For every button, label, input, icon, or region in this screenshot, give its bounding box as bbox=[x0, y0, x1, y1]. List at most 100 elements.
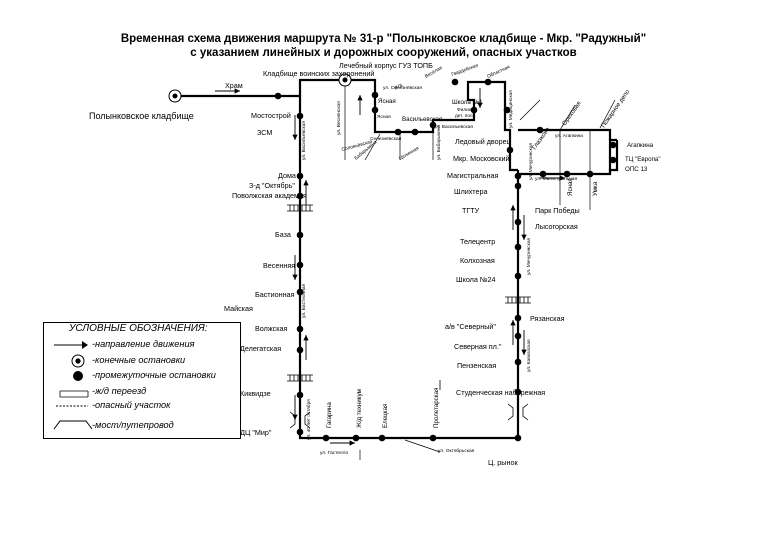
street-label: ул. Кавказская bbox=[526, 339, 532, 372]
stop-label-povolzhskaya: Поволжская академия bbox=[232, 191, 307, 200]
stop-label-delegatskaya: Делегатская bbox=[240, 344, 281, 353]
stop-label-studencheskaya: Студенческая набережная bbox=[456, 388, 545, 397]
bridge bbox=[507, 403, 529, 421]
stop-label-kivvidze: Киквидзе bbox=[240, 389, 271, 398]
railway-crossing bbox=[287, 204, 313, 212]
stop-label-proletarskaya: Пролетарская bbox=[433, 388, 440, 428]
legend-title: УСЛОВНЫЕ ОБОЗНАЧЕНИЯ: bbox=[69, 323, 208, 334]
stop-label-mayskaya: Майская bbox=[224, 304, 253, 313]
street-label: Ореховая bbox=[561, 100, 583, 127]
street-label: ул. 40 лет октября bbox=[306, 399, 312, 440]
intermediate-stops bbox=[274, 78, 617, 442]
stop-label-ledovyy-dvorec: Ледовый дворец bbox=[455, 137, 511, 146]
street-label: ул. Мичуринская bbox=[528, 142, 534, 180]
stop-label-mostostroy: Мостострой bbox=[251, 111, 291, 120]
intermediate-stop-icon bbox=[73, 371, 83, 381]
arrow-icon bbox=[54, 341, 88, 349]
street-lines bbox=[344, 80, 616, 460]
stop-label-vesennyaya: Весенняя bbox=[263, 261, 295, 270]
stop-label-yasnaya: Ясная bbox=[378, 98, 396, 105]
legend-item-label: -мост/путепровод bbox=[92, 420, 174, 430]
stop-label-severnaya-pl: Северная пл." bbox=[454, 342, 502, 351]
stop-label-doma: Дома bbox=[278, 171, 296, 180]
stop-label-mkr-moskovskiy: Мкр. Московский bbox=[453, 154, 510, 163]
street-label: ул. Гастелло bbox=[320, 450, 348, 456]
street-label: ул. Мичуринская bbox=[526, 237, 532, 275]
terminal-stop-polynkovskoe bbox=[168, 89, 182, 103]
stop-label-filial: Филиал bbox=[457, 107, 474, 113]
stop-label-hram: Храм bbox=[225, 81, 243, 90]
stop-label-det-pol: дет. пол. bbox=[455, 114, 474, 119]
street-label: ул. Бабарыкина bbox=[436, 125, 442, 160]
dangerous-section-icon bbox=[56, 405, 88, 407]
street-label: Селезнёвская bbox=[370, 136, 402, 142]
stop-label-bastionnaya: Бастионная bbox=[255, 290, 295, 299]
street-label: ул. Васильевская bbox=[434, 124, 473, 130]
stop-label-kdc-mir: КДЦ "Мир" bbox=[236, 428, 272, 437]
stop-label-yasnaya-2: Ясная bbox=[567, 178, 574, 196]
stop-label-lechebnyy-korpus: Лечебный корпус ГУЗ ТОПБ bbox=[339, 61, 433, 70]
street-label: Ясная bbox=[377, 114, 391, 120]
legend-item-label: -ж/д переезд bbox=[92, 386, 147, 396]
stop-label-z-d-oktyabr: З-д "Октябрь" bbox=[249, 181, 295, 190]
street-label: ул. Селезнёвская bbox=[383, 85, 422, 91]
stop-label-volzhskaya: Волжская bbox=[255, 324, 288, 333]
stop-label-shkola-24: Школа №24 bbox=[456, 275, 496, 284]
stop-label-eletskaya: Елецкая bbox=[382, 404, 389, 428]
street-label: Целинная bbox=[398, 145, 420, 161]
stop-label-ops-13: ОПС 13 bbox=[625, 166, 648, 173]
street-label: Гвардейская bbox=[450, 62, 479, 78]
map-title-line-2: с указанием линейных и дорожных сооружен… bbox=[190, 47, 577, 59]
stop-label-penzenskaya: Пензенская bbox=[457, 361, 496, 370]
stop-label-agapkina: Агапкина bbox=[627, 142, 654, 149]
railway-crossings bbox=[287, 204, 531, 382]
stop-label-telecentr: Телецентр bbox=[460, 237, 495, 246]
stop-label-kladbische-voinskih: Кладбище воинских захоронений bbox=[263, 69, 374, 78]
stop-label-tc-evropa: ТЦ "Европа" bbox=[625, 156, 661, 163]
stop-label-park-pobedy: Парк Победы bbox=[535, 206, 580, 215]
terminal-stop-lechebnyy bbox=[338, 73, 352, 87]
stop-label-ts-rynok: Ц. рынок bbox=[488, 458, 518, 467]
street-label: ул. Магистральная bbox=[535, 176, 577, 182]
stop-label-av-severnyy: а/в "Северный" bbox=[445, 322, 496, 331]
legend-item-label: -конечные остановки bbox=[92, 355, 186, 365]
stop-label-gagarina: Гагарина bbox=[326, 402, 333, 428]
street-label: Ж/д bbox=[393, 82, 404, 92]
street-label: ул. Медицинская bbox=[508, 90, 514, 128]
railway-crossing bbox=[505, 296, 531, 304]
street-label: Пожарное депо bbox=[600, 88, 632, 129]
terminal-stop-icon bbox=[71, 354, 85, 368]
stop-label-shkola-1: Школа №1 bbox=[452, 99, 483, 106]
legend: УСЛОВНЫЕ ОБОЗНАЧЕНИЯ: -направление движе… bbox=[43, 322, 241, 439]
stop-label-baza: База bbox=[275, 230, 291, 239]
street-label: ул. Агапкина bbox=[555, 133, 583, 139]
stop-label-zhd-tehnikum: Ж/д техникум bbox=[356, 389, 363, 428]
bridge bbox=[289, 411, 311, 429]
street-label: ул. Октябрьская bbox=[438, 448, 475, 454]
stop-label-polynkovskoe: Полынковское кладбище bbox=[89, 111, 194, 121]
direction-arrows bbox=[215, 88, 565, 446]
stop-labels: Храм Полынковское кладбище Кладбище воин… bbox=[89, 61, 661, 467]
map-title-line-1: Временная схема движения маршрута № 31-р… bbox=[120, 33, 647, 45]
bridge-icon bbox=[53, 420, 93, 430]
railway-crossing bbox=[287, 374, 313, 382]
terminal-stops bbox=[168, 73, 352, 103]
street-label: ул. Васильевская bbox=[301, 121, 307, 160]
stop-label-kolhoznaya: Колхозная bbox=[460, 256, 495, 265]
stop-label-umka: Умка bbox=[592, 181, 599, 196]
legend-item-label: -промежуточные остановки bbox=[92, 370, 216, 380]
stop-label-vasilyevskaya: Васильевская bbox=[402, 116, 442, 123]
stop-label-lysogorskaya: Лысогорская bbox=[535, 222, 578, 231]
legend-item-label: -опасный участок bbox=[92, 400, 171, 410]
stop-label-ryazanskaya: Рязанская bbox=[530, 314, 565, 323]
street-label: ул. Веснянская bbox=[336, 101, 342, 135]
street-label: ул. Бастионная bbox=[301, 284, 307, 318]
stop-label-zsm: ЗСМ bbox=[257, 128, 272, 137]
legend-item-label: -направление движения bbox=[92, 339, 195, 349]
stop-label-shlihtera: Шлихтера bbox=[454, 187, 488, 196]
bridges bbox=[289, 380, 529, 429]
stop-label-tgtu: ТГТУ bbox=[462, 206, 480, 215]
street-label: Областная bbox=[486, 64, 511, 80]
stop-label-magistralnaya: Магистральная bbox=[447, 171, 498, 180]
